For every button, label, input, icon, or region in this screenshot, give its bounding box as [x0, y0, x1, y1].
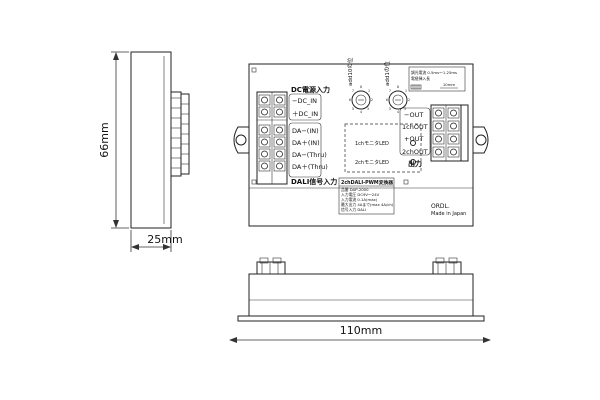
ch1-led-label: 1chモニタLED — [355, 140, 389, 147]
side-view — [130, 51, 190, 229]
dc-minus-label: −DC_IN — [292, 97, 317, 105]
bottom-view — [237, 257, 485, 322]
dali-input-label: DALI信号入力 — [291, 177, 337, 186]
ch1-led — [410, 140, 416, 146]
svg-text:6: 6 — [349, 98, 351, 102]
svg-text:2: 2 — [371, 98, 373, 102]
svg-text:0: 0 — [360, 85, 362, 89]
power-input-label: DC電源入力 — [291, 85, 330, 94]
svg-text:3: 3 — [404, 107, 406, 111]
svg-text:4: 4 — [360, 110, 362, 114]
height-label: 66mm — [98, 122, 111, 157]
svg-text:5: 5 — [352, 107, 354, 111]
add1-label: add1の位 — [383, 61, 391, 86]
brand-name: ORDL. — [431, 203, 450, 210]
svg-text:2: 2 — [408, 98, 410, 102]
svg-text:0: 0 — [397, 85, 399, 89]
da-plus-thru-label: DA＋(Thru) — [292, 163, 328, 171]
spec-title: 2chDALI-PWM変換器 — [341, 179, 393, 186]
svg-text:6: 6 — [386, 98, 388, 102]
switch-table-row1: 調光電流 0.5ms～1.25ms — [411, 70, 457, 75]
da-minus-in-label: DA−(IN) — [292, 127, 319, 135]
spec-row-4: 最大出力 4Aまで(max 4A/ch) — [341, 202, 394, 207]
switch-table-row2: 電極挿入長 — [411, 76, 430, 81]
output-label: 出力 — [408, 159, 422, 168]
add10-switch[interactable] — [351, 90, 371, 110]
brand-origin: Made in Japan — [431, 211, 466, 217]
spec-row-2: 入力電圧 DC9V〜24V — [341, 192, 380, 197]
svg-text:5: 5 — [389, 107, 391, 111]
height-dimension: 66mm — [98, 51, 129, 229]
add10-label: add10の位 — [346, 57, 354, 86]
add1-switch[interactable] — [388, 90, 408, 110]
width-dimension: 110mm — [229, 324, 491, 343]
svg-text:1: 1 — [405, 89, 407, 93]
ch2-led-label: 2chモニタLED — [355, 159, 389, 166]
ch1-out-label: 1chOUT — [402, 123, 428, 131]
svg-text:4: 4 — [397, 110, 399, 114]
svg-text:7: 7 — [389, 89, 391, 93]
width-label: 110mm — [340, 324, 382, 337]
dc-plus-label: ＋DC_IN — [292, 110, 318, 118]
depth-label: 25mm — [147, 233, 182, 246]
front-view: DC電源入力 −DC_IN ＋DC_IN DA−(IN) DA＋(IN) DA−… — [233, 57, 489, 227]
ch2-out-label: 2chOUT — [402, 148, 428, 156]
ch2-led — [410, 159, 416, 165]
spec-row-3: 入力電流 0.1A(max) — [341, 197, 378, 202]
ch2-plus-label: +OUT — [404, 135, 423, 143]
spec-row-1: 品番 DAP-2000 — [341, 187, 369, 192]
switch-table-value: 10mm — [443, 82, 456, 87]
svg-text:7: 7 — [352, 89, 354, 93]
svg-text:3: 3 — [367, 107, 369, 111]
da-minus-thru-label: DA−(Thru) — [292, 151, 327, 159]
da-plus-in-label: DA＋(IN) — [292, 139, 320, 147]
svg-text:1: 1 — [368, 89, 370, 93]
depth-dimension: 25mm — [130, 230, 183, 252]
ch1-minus-label: −OUT — [404, 111, 423, 119]
spec-row-5: 信号入力 DALI — [341, 207, 366, 212]
spec-label-box — [338, 177, 395, 215]
